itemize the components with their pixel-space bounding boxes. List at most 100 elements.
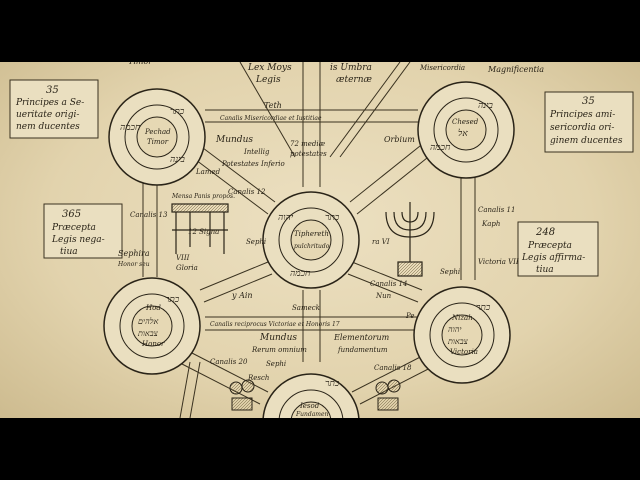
lamed-label: Lamed (195, 168, 221, 176)
media72-label: 72 mediæ (290, 140, 326, 148)
misericordia-label: Misericordia (419, 64, 465, 72)
tiphereth-label: Tiphereth (294, 230, 329, 238)
box-mid-right-line-1: 248 (535, 227, 555, 238)
box-top-left: 35 Principes a Se- ueritate origi- nem d… (9, 79, 99, 139)
potestates-label: potestates (290, 150, 327, 158)
viii-label: VIII (176, 254, 190, 262)
box-top-right-line-4: ginem ducentes (550, 136, 623, 146)
hebrew-binah-2: בינה (478, 101, 493, 111)
hebrew-tzevaot-1: צבאות (137, 329, 159, 338)
orbium-label: Orbium (384, 135, 415, 144)
victoria-label: Victoria (450, 348, 478, 356)
box-top-left-line-2: Principes a Se- (15, 98, 84, 108)
box-mid-left-line-3: Legis nega- (51, 235, 105, 245)
box-top-right-line-2: Principes ami- (549, 110, 615, 120)
hebrew-chokmah-2: חכמה (430, 143, 451, 153)
mundus-bottom-label: Mundus (259, 333, 297, 343)
gloria-label: Gloria (176, 264, 198, 272)
hebrew-keter-5: כתר (476, 303, 491, 313)
box-top-left-line-1: 35 (46, 85, 59, 96)
fundamen-label: Fundamen (295, 411, 329, 418)
box-mid-left: 365 Præcepta Legis nega- tiua (43, 203, 123, 259)
box-mid-left-line-1: 365 (62, 209, 81, 220)
sephira-yesod: Iesod Fundamen כתר (262, 373, 360, 418)
canalis13-label: Canalis 13 (130, 211, 168, 219)
sephira-label: Sephira (118, 249, 150, 258)
yesod-label: Iesod (299, 402, 320, 410)
hebrew-elohim: אלהים (138, 317, 159, 326)
hebrew-chokmah-3: חכמה (290, 269, 311, 279)
victoria-vii-label: Victoria VII (478, 258, 519, 266)
hebrew-keter-6: כתר (325, 379, 340, 389)
hebrew-el: אל (458, 128, 468, 139)
menorah-drawing (385, 202, 435, 277)
box-top-right-line-1: 35 (582, 96, 595, 107)
sephi-left-label: Sephi (246, 238, 266, 246)
box-top-right-line-3: sericordia ori- (550, 123, 614, 133)
canalis-reciprocus-label: Canalis reciprocus Victoriae et Honoris … (210, 321, 340, 328)
hebrew-keter-1: כתר (170, 107, 185, 117)
hebrew-tzevaot-2: צבאות (447, 337, 469, 346)
kaph-label: Kaph (481, 220, 500, 228)
tree-diagram: 35 Principes a Se- ueritate origi- nem d… (9, 62, 634, 418)
nun-label: Nun (375, 292, 392, 300)
table-drawing (171, 203, 229, 254)
box-mid-left-line-4: tiua (60, 247, 78, 257)
timor-top-label: Timor (128, 62, 153, 66)
channel-lines (142, 62, 476, 418)
signa12-label: 12 Signa (188, 228, 219, 236)
hebrew-yhvh-1: יהוה (278, 213, 294, 223)
sephira-nizah: Nizah יהוה צבאות Victoria כתר (413, 286, 511, 384)
rerum-omnium-label: Rerum omnium (251, 346, 307, 354)
box-top-left-line-3: ueritate origi- (16, 110, 79, 120)
potestates-inferio-label: Potestates Inferio (221, 160, 285, 168)
mensa-label: Mensa Panis propos. (171, 193, 235, 200)
honor-label: Honor (141, 340, 165, 348)
sephira-hod: Hod אלהים צבאות Honor כתר (103, 277, 201, 375)
plant-right-drawing (375, 379, 401, 411)
sephira-chesed: Chesed אל בינה חכמה (417, 81, 515, 179)
letterbox-top (0, 0, 640, 62)
canalis12-label: Canalis 12 (228, 188, 266, 196)
hebrew-chokmah-1: חכמה (120, 123, 141, 133)
ayin-label: y Ain (231, 291, 253, 300)
sephi-right-label: Sephi (440, 268, 460, 276)
canalis14-label: Canalis 14 (370, 280, 407, 288)
legis-label: Legis (255, 75, 281, 85)
intellig-label: Intellig (243, 148, 270, 156)
canalis-misericordiae-label: Canalis Misericordiae et Iustitiae (220, 115, 322, 122)
box-mid-right-line-3: Legis affirma- (521, 253, 585, 263)
honor-seu-label: Honor seu (117, 261, 150, 268)
box-mid-left-line-2: Præcepta (51, 223, 96, 233)
teth-label: Teth (264, 101, 282, 110)
sephira-pechad: Pechad Timor חכמה בינה כתר (108, 88, 206, 186)
box-top-right: 35 Principes ami- sericordia ori- ginem … (544, 91, 634, 153)
hebrew-yhvh-2: יהוה (448, 325, 462, 334)
hebrew-keter-3: כתר (325, 213, 340, 223)
fundamentum-label: fundamentum (337, 346, 388, 354)
canalis11-label: Canalis 11 (478, 206, 515, 214)
aeternae-label: æternæ (336, 75, 373, 85)
chesed-label: Chesed (452, 118, 479, 126)
box-mid-right-line-2: Præcepta (527, 241, 572, 251)
magnificentia-label: Magnificentia (487, 65, 544, 74)
hebrew-keter-4: כתר (165, 295, 180, 305)
mundus-top-label: Mundus (215, 135, 253, 145)
box-top-left-line-4: nem ducentes (16, 122, 80, 132)
pe-label: Pe (405, 312, 415, 320)
elementorum-label: Elementorum (333, 333, 390, 342)
ravi-label: ra VI (372, 238, 390, 246)
sephira-tiphereth: Tiphereth pulchritudo כתר יהוה חכמה (262, 191, 360, 289)
sameck-label: Sameck (292, 304, 320, 312)
plant-left-drawing (229, 379, 255, 411)
is-umbra-label: is Umbra (330, 63, 372, 73)
pechad-label: Pechad (144, 128, 171, 136)
nizah-label: Nizah (451, 314, 473, 322)
box-mid-right: 248 Præcepta Legis affirma- tiua (517, 221, 599, 277)
canalis20-label: Canalis 20 (210, 358, 248, 366)
canalis18-label: Canalis 18 (374, 364, 412, 372)
sephi-bottom-label: Sephi (266, 360, 286, 368)
pulchritudo-label: pulchritudo (294, 243, 330, 250)
hod-label: Hod (145, 304, 161, 312)
letterbox-bottom (0, 418, 640, 480)
